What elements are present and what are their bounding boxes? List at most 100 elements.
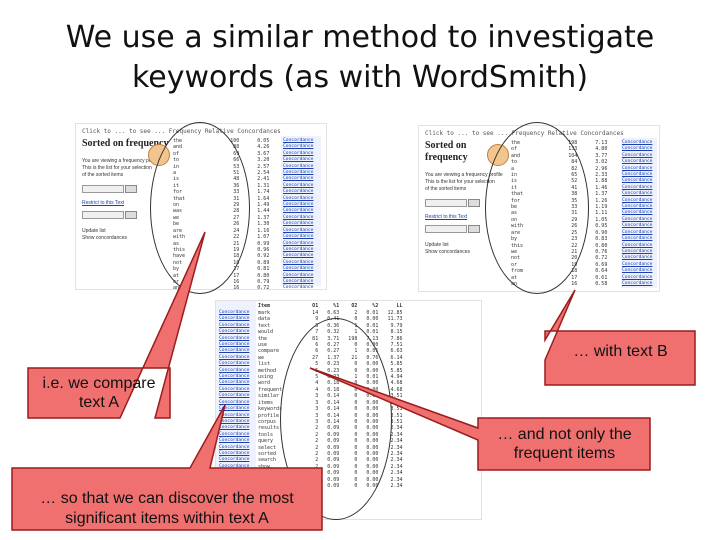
concordance-link[interactable]: Concordance bbox=[219, 463, 250, 469]
concordance-link[interactable]: Concordance bbox=[622, 229, 653, 235]
left-select[interactable] bbox=[82, 185, 124, 193]
concordance-link[interactable]: Concordance bbox=[283, 266, 314, 272]
concordance-link[interactable]: Concordance bbox=[283, 144, 314, 150]
concordance-link[interactable]: Concordance bbox=[622, 159, 653, 165]
concordance-link[interactable]: Concordance bbox=[219, 450, 250, 456]
concordance-link[interactable]: Concordance bbox=[622, 255, 653, 261]
concordance-link[interactable]: Concordance bbox=[622, 216, 653, 222]
concordance-link[interactable]: Concordance bbox=[622, 184, 653, 190]
concordance-link[interactable]: Concordance bbox=[283, 202, 314, 208]
left-concordance-stripe bbox=[281, 136, 321, 286]
concordance-link[interactable]: Concordance bbox=[283, 138, 314, 143]
right-side-text-0: You are viewing a frequency profile bbox=[425, 172, 503, 178]
concordance-link[interactable]: Concordance bbox=[283, 170, 314, 176]
right-side-panel: Sorted on frequency You are viewing a fr… bbox=[425, 140, 509, 256]
concordance-link[interactable]: Concordance bbox=[219, 412, 250, 418]
concordance-link[interactable]: Concordance bbox=[219, 444, 250, 450]
callout-text-a: i.e. we compare text A bbox=[42, 375, 156, 411]
right-side-text-2: of the sorted items bbox=[425, 186, 467, 192]
concordance-link[interactable]: Concordance bbox=[219, 393, 250, 399]
concordance-link[interactable]: Concordance bbox=[219, 431, 250, 437]
concordance-link[interactable]: Concordance bbox=[283, 240, 314, 246]
right-link-restrict[interactable]: Restrict to this Text bbox=[425, 214, 468, 220]
concordance-link[interactable]: Concordance bbox=[622, 191, 653, 197]
concordance-link[interactable]: Concordance bbox=[283, 234, 314, 240]
concordance-link[interactable]: Concordance bbox=[219, 380, 250, 386]
concordance-link[interactable]: Concordance bbox=[622, 146, 653, 152]
concordance-link[interactable]: Concordance bbox=[283, 214, 314, 220]
left-select-2[interactable] bbox=[82, 211, 124, 219]
concordance-link[interactable]: Concordance bbox=[622, 242, 653, 248]
concordance-link[interactable]: Concordance bbox=[283, 221, 314, 227]
concordance-link[interactable]: Concordance bbox=[219, 399, 250, 405]
concordance-link[interactable]: Concordance bbox=[219, 354, 250, 360]
callout-not-frequent: … and not only the frequent items bbox=[497, 426, 632, 462]
concordance-link[interactable]: Concordance bbox=[283, 182, 314, 188]
concordance-link[interactable]: Concordance bbox=[219, 335, 250, 341]
left-side-panel: Sorted on frequency You are viewing a fr… bbox=[82, 138, 170, 242]
concordance-link[interactable]: Concordance bbox=[622, 268, 653, 274]
concordance-link[interactable]: Concordance bbox=[283, 227, 314, 233]
concordance-link[interactable]: Concordance bbox=[219, 374, 250, 380]
concordance-link[interactable]: Concordance bbox=[283, 253, 314, 259]
callout-text-b: … with text B bbox=[573, 343, 668, 360]
concordance-link[interactable]: Concordance bbox=[622, 165, 653, 171]
concordance-link[interactable]: Concordance bbox=[622, 236, 653, 242]
concordance-link[interactable]: Concordance bbox=[622, 210, 653, 216]
concordance-link[interactable]: Concordance bbox=[219, 406, 250, 412]
concordance-link[interactable]: Concordance bbox=[219, 348, 250, 354]
right-go-button[interactable] bbox=[468, 199, 481, 207]
concordance-link[interactable]: Concordance bbox=[283, 246, 314, 252]
concordance-link[interactable]: Concordance bbox=[622, 178, 653, 184]
concordance-link[interactable]: Concordance bbox=[622, 248, 653, 254]
concordance-link[interactable]: Concordance bbox=[283, 278, 314, 284]
concordance-link[interactable]: Concordance bbox=[622, 204, 653, 210]
concordance-link[interactable]: Concordance bbox=[622, 140, 653, 145]
concordance-link[interactable]: Concordance bbox=[219, 457, 250, 463]
concordance-link[interactable]: Concordance bbox=[622, 274, 653, 280]
concordance-link[interactable]: Concordance bbox=[219, 316, 250, 322]
concordance-link[interactable]: Concordance bbox=[219, 361, 250, 367]
concordance-link[interactable]: Concordance bbox=[283, 163, 314, 169]
concordance-link[interactable]: Concordance bbox=[219, 418, 250, 424]
concordance-link[interactable]: Concordance bbox=[283, 272, 314, 278]
concordance-link[interactable]: Concordance bbox=[283, 285, 314, 290]
concordance-link[interactable]: Concordance bbox=[283, 195, 314, 201]
concordance-link[interactable]: Concordance bbox=[622, 280, 653, 286]
concordance-link[interactable]: Concordance bbox=[283, 208, 314, 214]
slide-title: We use a similar method to investigate k… bbox=[40, 18, 680, 98]
concordance-link[interactable]: Concordance bbox=[219, 367, 250, 373]
concordance-link[interactable]: Concordance bbox=[283, 189, 314, 195]
mid-table-header: Item O1 %1 O2 %2 LL bbox=[258, 303, 403, 309]
concordance-link[interactable]: Concordance bbox=[219, 425, 250, 431]
concordance-link[interactable]: Concordance bbox=[219, 386, 250, 392]
right-update-button[interactable] bbox=[468, 225, 481, 233]
concordance-link[interactable]: Concordance bbox=[622, 261, 653, 267]
right-select-2[interactable] bbox=[425, 225, 467, 233]
right-concordance-stripe bbox=[621, 138, 657, 288]
concordance-link[interactable]: Concordance bbox=[283, 259, 314, 265]
concordance-link[interactable]: Concordance bbox=[219, 438, 250, 444]
right-select[interactable] bbox=[425, 199, 467, 207]
callout-discover: … so that we can discover the most signi… bbox=[40, 490, 294, 527]
concordance-link[interactable]: Concordance bbox=[219, 342, 250, 348]
concordance-link[interactable]: Concordance bbox=[622, 172, 653, 178]
concordance-link[interactable]: Concordance bbox=[283, 150, 314, 156]
concordance-link[interactable]: Concordance bbox=[219, 310, 250, 315]
concordance-link[interactable]: Concordance bbox=[622, 197, 653, 203]
concordance-link[interactable]: Concordance bbox=[622, 223, 653, 229]
concordance-link[interactable]: Concordance bbox=[283, 176, 314, 182]
table-row: an 16 0.72 bbox=[173, 285, 270, 290]
concordance-link[interactable]: Concordance bbox=[219, 322, 250, 328]
table-row: mark 14 0.63 2 0.01 12.85 bbox=[258, 310, 403, 316]
left-side-text-0: You are viewing a frequency profile bbox=[82, 158, 160, 164]
left-link-restrict[interactable]: Restrict to this Text bbox=[82, 200, 125, 206]
left-update-button[interactable] bbox=[125, 211, 138, 219]
right-side-text-4: Update list bbox=[425, 242, 449, 248]
left-go-button[interactable] bbox=[125, 185, 138, 193]
concordance-link[interactable]: Concordance bbox=[219, 329, 250, 335]
concordance-link[interactable]: Concordance bbox=[283, 157, 314, 163]
concordance-link[interactable]: Concordance bbox=[622, 152, 653, 158]
